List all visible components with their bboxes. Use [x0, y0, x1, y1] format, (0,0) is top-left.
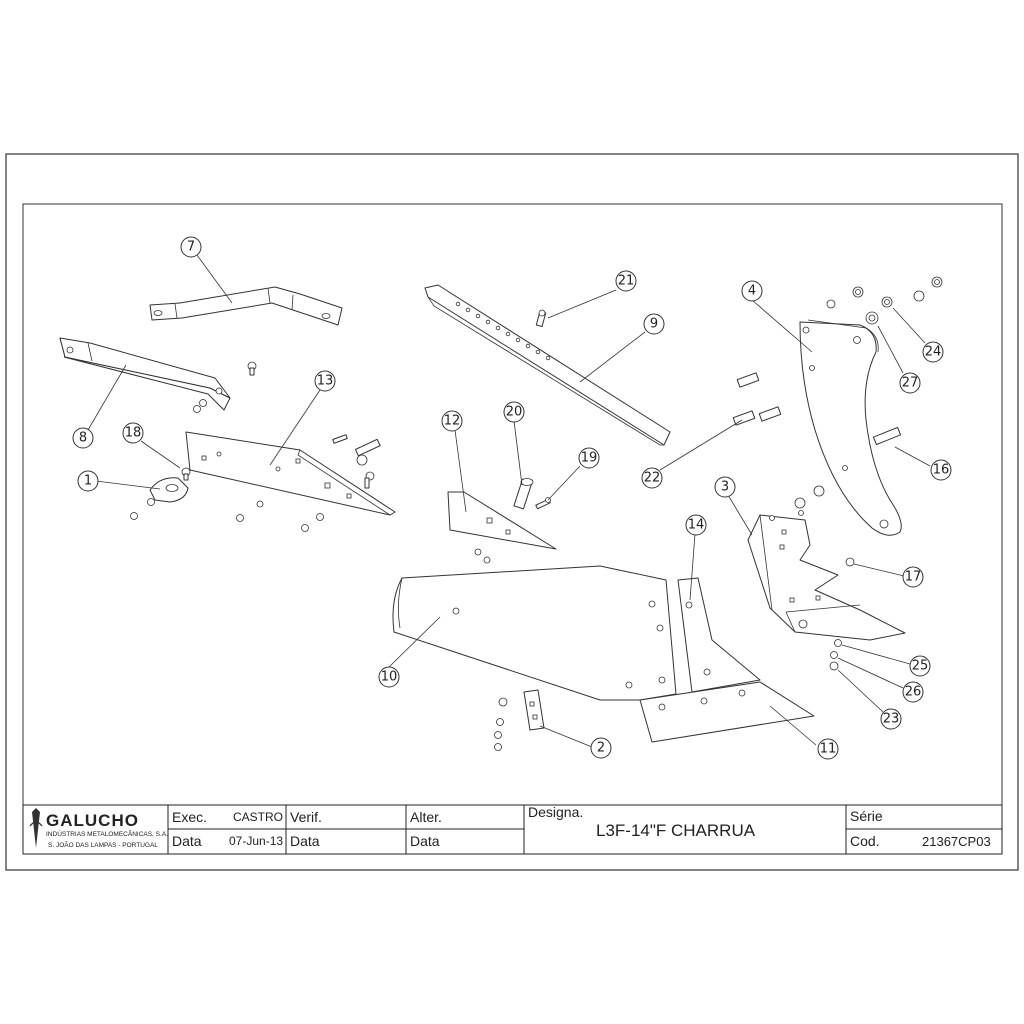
date-label-3: Data: [410, 833, 440, 849]
balloon-19: 19: [578, 447, 600, 469]
part-1-plate: [149, 477, 189, 503]
balloon-1: 1: [77, 470, 99, 492]
designation-value: L3F-14"F CHARRUA: [596, 821, 756, 840]
balloon-23: 23: [880, 708, 902, 730]
balloon-4: 4: [741, 280, 763, 302]
balloon-24: 24: [922, 341, 944, 363]
parts-layer: [59, 276, 943, 751]
part-14-landside: [677, 577, 761, 693]
hardware-bolts-13: [130, 434, 381, 532]
part-4-standard: [799, 319, 902, 536]
svg-text:18: 18: [125, 426, 142, 441]
part-9-beam: [424, 284, 671, 446]
balloon-11: 11: [817, 738, 839, 760]
part-22-bolts: [732, 372, 782, 426]
svg-text:8: 8: [79, 431, 87, 446]
svg-text:27: 27: [902, 376, 919, 391]
svg-text:12: 12: [444, 414, 461, 429]
balloon-10: 10: [378, 666, 400, 688]
part-7-bent-bracket: [149, 286, 343, 326]
part-21-pin: [535, 309, 547, 328]
designation-label: Designa.: [528, 804, 583, 820]
svg-text:13: 13: [317, 374, 334, 389]
part-2-bracket: [494, 689, 545, 751]
svg-text:16: 16: [933, 463, 950, 478]
balloon-2: 2: [590, 737, 612, 759]
serie-label: Série: [850, 808, 883, 824]
svg-text:22: 22: [644, 471, 661, 486]
hardware-bolts-left: [193, 361, 257, 413]
part-10-mouldboard: [392, 565, 677, 701]
company-name: GALUCHO: [46, 811, 139, 830]
balloon-20: 20: [503, 401, 525, 423]
exec-value: CASTRO: [233, 810, 283, 824]
balloon-7: 7: [180, 236, 202, 258]
parts-25-26-23-washers: [829, 639, 842, 671]
balloon-3: 3: [714, 476, 736, 498]
part-11-share: [639, 681, 815, 743]
balloon-25: 25: [909, 655, 931, 677]
balloon-17: 17: [902, 566, 924, 588]
part-12-plate: [447, 491, 557, 564]
svg-text:24: 24: [925, 345, 942, 360]
part-19-bolt: [535, 497, 551, 510]
balloon-8: 8: [72, 427, 94, 449]
nuts-washers-top-right: [826, 276, 943, 325]
title-block: GALUCHO INDÚSTRIAS METALOMECÂNICAS, S.A.…: [22, 804, 1003, 855]
svg-text:19: 19: [581, 451, 598, 466]
svg-text:20: 20: [506, 405, 523, 420]
balloon-13: 13: [314, 370, 336, 392]
part-3-frog: [747, 485, 906, 641]
balloon-22: 22: [641, 467, 663, 489]
svg-text:3: 3: [721, 480, 729, 495]
svg-text:7: 7: [187, 240, 195, 255]
part-16-bolt: [872, 426, 902, 446]
balloon-14: 14: [685, 514, 707, 536]
company-logo: GALUCHO INDÚSTRIAS METALOMECÂNICAS, S.A.…: [29, 808, 168, 849]
cod-value: 21367CP03: [922, 834, 991, 849]
date-value-1: 07-Jun-13: [229, 834, 283, 848]
date-label-1: Data: [172, 833, 202, 849]
cod-label: Cod.: [850, 833, 880, 849]
balloon-26: 26: [902, 681, 924, 703]
balloon-18: 18: [122, 422, 144, 444]
leader-lines: [87, 254, 931, 748]
balloon-16: 16: [930, 459, 952, 481]
alter-label: Alter.: [410, 809, 442, 825]
svg-text:21: 21: [618, 274, 635, 289]
svg-text:26: 26: [905, 685, 922, 700]
svg-text:4: 4: [748, 284, 756, 299]
company-line-2: S. JOÃO DAS LAMPAS - PORTUGAL: [48, 840, 158, 849]
verif-label: Verif.: [290, 809, 322, 825]
balloon-12: 12: [441, 410, 463, 432]
part-17-pin: [845, 557, 855, 567]
date-label-2: Data: [290, 833, 320, 849]
svg-text:9: 9: [650, 317, 658, 332]
balloon-9: 9: [643, 313, 665, 335]
svg-text:23: 23: [883, 712, 900, 727]
balloon-21: 21: [615, 270, 637, 292]
svg-text:14: 14: [688, 518, 705, 533]
balloon-27: 27: [899, 372, 921, 394]
part-13-shin: [185, 431, 396, 516]
svg-text:2: 2: [597, 741, 605, 756]
balloons: 1 2 3 4 7 8 9 10 11 12 13 14 16 17 18 19…: [72, 236, 952, 760]
part-20-bolt: [513, 478, 534, 510]
svg-text:25: 25: [912, 659, 929, 674]
company-line-1: INDÚSTRIAS METALOMECÂNICAS, S.A.: [46, 829, 168, 838]
part-8-strap: [59, 337, 231, 411]
exec-label: Exec.: [172, 809, 207, 825]
outer-frame: [5, 153, 1019, 871]
svg-text:10: 10: [381, 670, 398, 685]
svg-text:11: 11: [820, 742, 837, 757]
svg-text:17: 17: [905, 570, 922, 585]
svg-text:1: 1: [84, 474, 92, 489]
